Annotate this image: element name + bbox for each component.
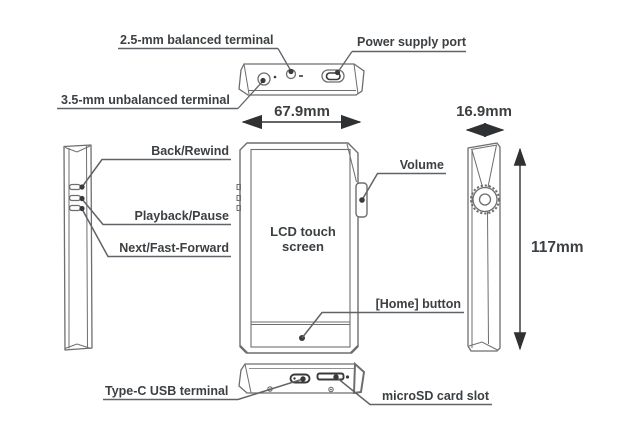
balanced-terminal-leader	[277, 48, 292, 72]
front-left-button-tick-1	[236, 184, 241, 190]
left-side-bottom-facet	[64, 343, 92, 349]
next-fast-forward-button	[68, 204, 82, 212]
top-view-left-facet	[243, 63, 250, 95]
front-corner-facet	[346, 143, 357, 183]
balanced-terminal-dot	[288, 68, 294, 75]
volume-wheel-center	[478, 193, 492, 206]
unbalanced-terminal-leader	[237, 80, 264, 109]
power-port-dot	[334, 69, 341, 76]
microsd-card-slot-label: microSD card slot	[382, 389, 490, 403]
lcd-screen	[250, 148, 351, 348]
back-rewind-button	[68, 183, 82, 191]
depth-dimension-value: 16.9mm	[456, 103, 512, 120]
type-c-usb-terminal-label: Type-C USB terminal	[105, 384, 228, 398]
microsd-indicator-dot	[345, 375, 350, 379]
usb-leader	[103, 378, 304, 401]
width-dimension-value: 67.9mm	[274, 103, 330, 120]
back-rewind-leader	[81, 158, 231, 188]
balanced-terminal-label: 2.5-mm balanced terminal	[120, 33, 274, 47]
right-side-top-edge	[470, 144, 498, 150]
next-fast-forward-dot	[79, 205, 85, 212]
unbalanced-terminal-dot	[260, 77, 266, 84]
playback-pause-dot	[79, 195, 85, 202]
right-side-lower-line	[487, 211, 489, 345]
power-port-leader	[337, 51, 353, 73]
next-fast-forward-leader	[81, 208, 231, 258]
top-view-right-facet	[353, 63, 359, 95]
bottom-screw-right	[328, 386, 334, 393]
playback-pause-label: Playback/Pause	[134, 209, 229, 223]
microsd-leader	[335, 376, 492, 406]
volume-wheel-knurl	[470, 184, 500, 215]
playback-pause-button	[68, 194, 82, 202]
lcd-label-line1: LCD touch	[270, 224, 336, 239]
jack-3-5mm-pin	[273, 75, 277, 79]
volume-leader	[361, 172, 446, 201]
home-button-label: [Home] button	[376, 297, 461, 311]
microsd-dot	[333, 374, 339, 380]
power-supply-port-label: Power supply port	[357, 35, 467, 49]
front-left-button-tick-2	[236, 195, 241, 201]
volume-wheel	[472, 186, 498, 213]
right-side-facet-right	[487, 144, 497, 188]
left-side-outline	[63, 144, 93, 351]
back-rewind-dot	[79, 184, 85, 190]
top-view-outline	[238, 63, 365, 96]
left-side-bevel-right	[86, 145, 88, 349]
front-annotations	[301, 172, 464, 339]
right-side-view	[467, 142, 501, 352]
home-button-leader	[301, 311, 464, 339]
power-port-outer	[321, 69, 345, 83]
bottom-screw-right-pin	[330, 388, 332, 391]
height-dimension-value: 117mm	[531, 239, 584, 256]
side-button-annotations	[79, 158, 231, 258]
microsd-slot	[316, 372, 345, 381]
usb-c-port	[289, 373, 311, 384]
front-bottom-left-chamfer	[239, 345, 248, 354]
right-side-facet-left	[471, 149, 483, 188]
bottom-annotations	[103, 374, 492, 406]
unbalanced-terminal-label: 3.5-mm unbalanced terminal	[61, 93, 230, 107]
left-side-top-facet	[64, 145, 91, 153]
power-port-inner	[325, 72, 341, 81]
jack-3-5mm	[257, 72, 271, 86]
left-side-view	[63, 144, 93, 351]
next-fast-forward-label: Next/Fast-Forward	[119, 241, 229, 255]
bottom-view-right-facet	[352, 361, 366, 395]
volume-dot	[359, 197, 365, 203]
front-bottom-right-chamfer	[350, 345, 359, 354]
right-side-outline	[467, 142, 501, 352]
bottom-view-left-facet	[244, 363, 252, 393]
top-view	[238, 63, 365, 96]
playback-pause-leader	[81, 198, 231, 226]
volume-label: Volume	[400, 158, 444, 172]
usb-c-port-pin	[293, 377, 296, 380]
top-annotations	[57, 47, 466, 110]
usb-dot	[300, 376, 306, 382]
lcd-label-line2: screen	[282, 239, 324, 254]
back-rewind-label: Back/Rewind	[151, 144, 229, 158]
front-left-button-tick-3	[236, 205, 241, 211]
right-side-bottom-facet	[468, 341, 498, 351]
